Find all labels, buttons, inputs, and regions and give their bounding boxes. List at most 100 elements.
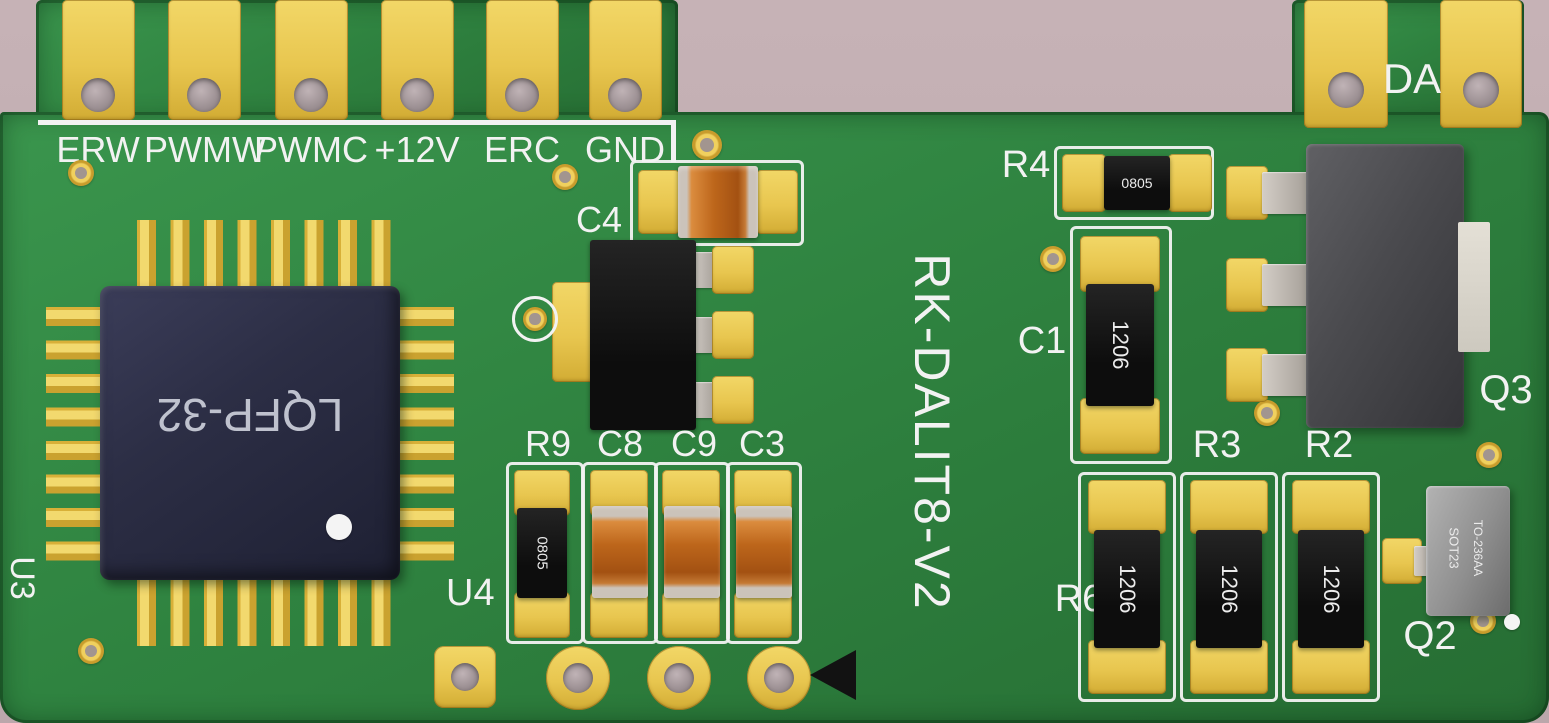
via [692, 130, 722, 160]
pcb-tab-connectors [36, 0, 678, 122]
da-label: DA [1382, 55, 1442, 102]
pad-hole [505, 78, 539, 112]
q3-tab [1458, 222, 1490, 352]
pad-hole [1328, 72, 1364, 108]
da-pad [1440, 0, 1522, 128]
ic-pins-top [130, 220, 398, 290]
q2-marking-line1: SOT23 [1446, 527, 1462, 569]
resistor-pad [1088, 640, 1166, 694]
ic-pins-left [46, 300, 104, 568]
c4-body [678, 166, 758, 238]
ref-c3: C3 [738, 423, 786, 464]
pad-hole [294, 78, 328, 112]
resistor-body: 1206 [1298, 530, 1364, 648]
regulator-body [590, 240, 696, 430]
pad-hole [187, 78, 221, 112]
q3-lead [1262, 354, 1310, 396]
resistor-pad [1088, 480, 1166, 534]
da-pad [1304, 0, 1388, 128]
c8-pad [590, 592, 648, 638]
pad-hole [764, 663, 794, 693]
r4-pad [1168, 154, 1212, 212]
via [68, 160, 94, 186]
regulator-pad [712, 376, 754, 424]
connector-pad [168, 0, 241, 120]
ic-pin1-dot [326, 514, 352, 540]
ref-c9: C9 [670, 423, 718, 464]
via [78, 638, 104, 664]
bottom-square-pad [434, 646, 496, 708]
ref-r9: R9 [524, 423, 572, 464]
pin-label-pwmw: PWMW [144, 129, 266, 170]
connector-pad [589, 0, 662, 120]
pin-label-erw: ERW [56, 129, 140, 170]
r4-silkscreen-outline [1054, 146, 1214, 220]
c8-body [592, 506, 648, 598]
via [1254, 400, 1280, 426]
ref-c4: C4 [576, 199, 623, 240]
resistor-pad [1190, 640, 1268, 694]
pad-hole [1463, 72, 1499, 108]
connector-pad [275, 0, 348, 120]
pad-hole [664, 663, 694, 693]
resistor-silkscreen-outline [1078, 472, 1176, 702]
pin-label-erc: ERC [483, 129, 560, 170]
pin-label-12v: +12V [374, 129, 460, 170]
resistor-body: 1206 [1094, 530, 1160, 648]
pad-hole [81, 78, 115, 112]
silkscreen-circle [512, 296, 558, 342]
c9-body [664, 506, 720, 598]
pad-hole [563, 663, 593, 693]
c4-pad [756, 170, 798, 234]
resistor-body: 1206 [1196, 530, 1262, 648]
via [1040, 246, 1066, 272]
c9-pad [662, 592, 720, 638]
ic-package-marking: LQFP-32 [156, 389, 344, 441]
pin-label-pwmc: PWMC [254, 129, 368, 170]
connector-pad [486, 0, 559, 120]
ic-pins-right [396, 300, 454, 568]
c3-body [736, 506, 792, 598]
c3-pad [734, 592, 792, 638]
ref-u4: U4 [446, 572, 495, 614]
q3-lead [1262, 172, 1310, 214]
q2-body: SOT23 TO-236AA [1426, 486, 1510, 616]
resistor-marking: 1206 [1319, 564, 1344, 614]
c4-silkscreen-outline [630, 160, 804, 246]
via [552, 164, 578, 190]
r4-body: 0805 [1104, 156, 1170, 210]
via [523, 307, 547, 331]
pad-hole [451, 663, 479, 691]
ref-q3: Q3 [1479, 368, 1533, 412]
r9-pad [514, 592, 570, 638]
c3-silkscreen-outline [726, 462, 802, 644]
c1-silkscreen-outline [1070, 226, 1172, 464]
r9-body: 0805 [517, 508, 567, 598]
ref-r2: R2 [1304, 424, 1354, 466]
regulator-pad [712, 311, 754, 359]
q2-marking-line2: TO-236AA [1471, 519, 1485, 577]
connector-pad [62, 0, 135, 120]
q3-pad [1226, 348, 1268, 402]
ref-u3: U3 [3, 556, 41, 600]
q3-pad [1226, 258, 1268, 312]
ref-r4: R4 [1001, 144, 1051, 186]
ref-q2: Q2 [1403, 614, 1457, 658]
resistor-marking: 1206 [1217, 564, 1242, 614]
r4-pad [1062, 154, 1106, 212]
silkscreen-line [671, 120, 676, 162]
resistor-pad [1292, 480, 1370, 534]
c1-pad [1080, 398, 1160, 454]
c1-pad [1080, 236, 1160, 292]
q3-lead [1262, 264, 1310, 306]
bottom-round-pad [647, 646, 711, 710]
connector-pad [381, 0, 454, 120]
resistor-marking: 1206 [1115, 564, 1140, 614]
pad-hole [608, 78, 642, 112]
via [1476, 442, 1502, 468]
silkscreen-line [38, 120, 676, 125]
resistor-pad [1292, 640, 1370, 694]
polarity-arrow-icon [810, 650, 856, 700]
resistor-pad [1190, 480, 1268, 534]
